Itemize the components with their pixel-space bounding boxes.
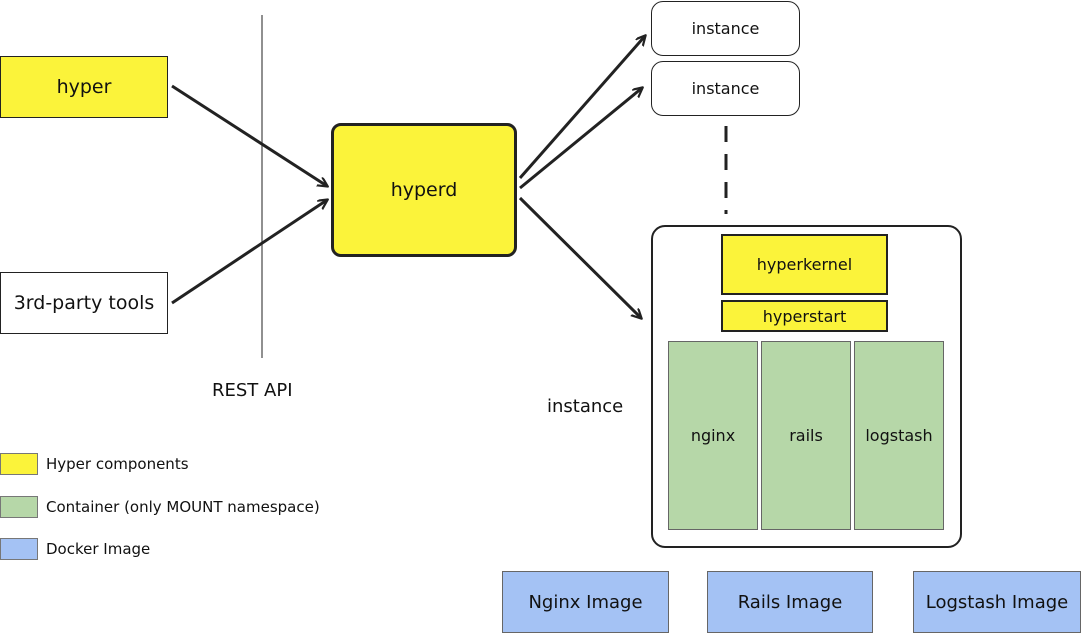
nginx-image-box: Nginx Image — [502, 571, 669, 633]
rails-image-box: Rails Image — [707, 571, 873, 633]
rest-api-label: REST API — [212, 380, 293, 401]
legend-item-hyper-components: Hyper components — [0, 452, 189, 476]
hyperkernel-box: hyperkernel — [721, 234, 888, 295]
hyperstart-box: hyperstart — [721, 300, 888, 332]
legend-label-docker-image: Docker Image — [46, 540, 151, 558]
arrow-hyperd-to-instance-expanded — [518, 196, 641, 318]
container-rails-label: rails — [789, 426, 823, 445]
arrow-hyper-to-hyperd — [171, 84, 327, 186]
container-nginx: nginx — [668, 341, 758, 530]
instance-label-2: instance — [691, 79, 760, 98]
legend-swatch-blue — [0, 538, 38, 560]
legend-item-docker-image: Docker Image — [0, 537, 150, 561]
third-party-tools-box: 3rd-party tools — [0, 272, 168, 334]
hyper-client-label: hyper — [56, 76, 112, 98]
legend-swatch-green — [0, 496, 38, 518]
instance-label-1: instance — [691, 19, 760, 38]
expanded-instance-label: instance — [547, 396, 624, 417]
container-logstash-label: logstash — [865, 426, 933, 445]
legend-label-container: Container (only MOUNT namespace) — [46, 498, 320, 516]
hyperd-box: hyperd — [331, 123, 517, 257]
container-rails: rails — [761, 341, 851, 530]
container-logstash: logstash — [854, 341, 944, 530]
legend-label-hyper-components: Hyper components — [46, 455, 189, 473]
hyperd-label: hyperd — [390, 179, 458, 201]
nginx-image-label: Nginx Image — [528, 591, 643, 613]
container-nginx-label: nginx — [690, 426, 736, 445]
instance-box-1: instance — [651, 1, 800, 56]
hyperstart-label: hyperstart — [762, 306, 847, 326]
logstash-image-label: Logstash Image — [925, 591, 1069, 613]
hyperkernel-label: hyperkernel — [756, 255, 853, 274]
third-party-tools-label: 3rd-party tools — [13, 292, 155, 314]
rails-image-label: Rails Image — [737, 591, 843, 613]
legend-item-container: Container (only MOUNT namespace) — [0, 495, 320, 519]
instance-box-2: instance — [651, 61, 800, 116]
legend-swatch-yellow — [0, 453, 38, 475]
logstash-image-box: Logstash Image — [913, 571, 1081, 633]
hyper-client-box: hyper — [0, 56, 168, 118]
arrow-hyperd-to-instance-1 — [518, 36, 645, 179]
arrow-3rdparty-to-hyperd — [171, 200, 327, 305]
arrow-hyperd-to-instance-2 — [519, 88, 642, 190]
